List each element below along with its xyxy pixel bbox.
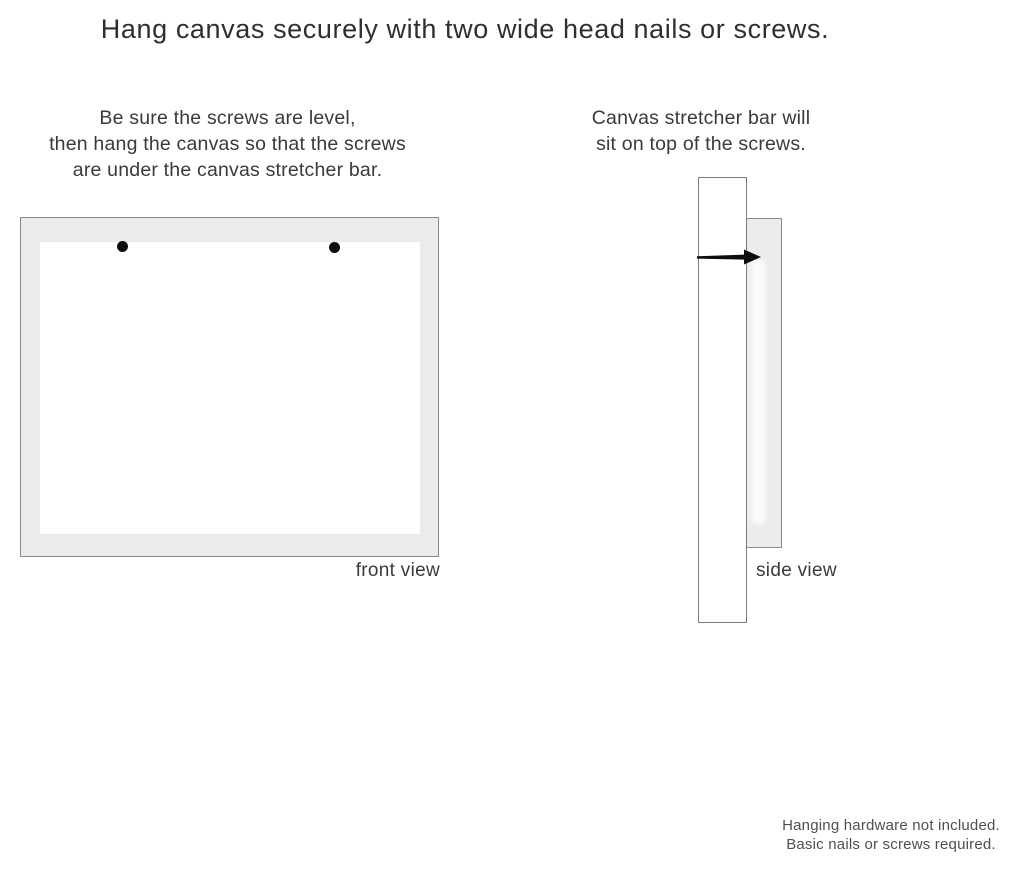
- front-view-diagram: [20, 217, 439, 557]
- canvas-inner-face: [39, 241, 420, 534]
- canvas-side-sheen: [751, 259, 766, 525]
- instruction-side-line: Canvas stretcher bar will: [591, 107, 811, 129]
- nail-icon: [697, 249, 761, 265]
- instruction-side-line: sit on top of the screws.: [596, 133, 806, 155]
- instruction-front-line: are under the canvas stretcher bar.: [72, 159, 383, 181]
- footer-note-line: Basic nails or screws required.: [786, 835, 996, 853]
- screw-head-icon: [117, 241, 128, 252]
- side-view-label: side view: [756, 560, 837, 581]
- footer-note-line: Hanging hardware not included.: [782, 817, 1000, 834]
- instruction-front-line: Be sure the screws are level,: [99, 107, 356, 129]
- footer-note: Hanging hardware not included. Basic nai…: [771, 817, 1011, 854]
- stretcher-bar-side: [698, 177, 747, 623]
- instruction-front: Be sure the screws are level, then hang …: [30, 105, 425, 183]
- instruction-side: Canvas stretcher bar will sit on top of …: [561, 105, 841, 157]
- instruction-front-line: then hang the canvas so that the screws: [49, 133, 406, 155]
- page-title: Hang canvas securely with two wide head …: [100, 14, 830, 44]
- screw-head-icon: [329, 242, 340, 253]
- front-view-label: front view: [355, 560, 440, 581]
- canvas-side-panel: [746, 218, 782, 548]
